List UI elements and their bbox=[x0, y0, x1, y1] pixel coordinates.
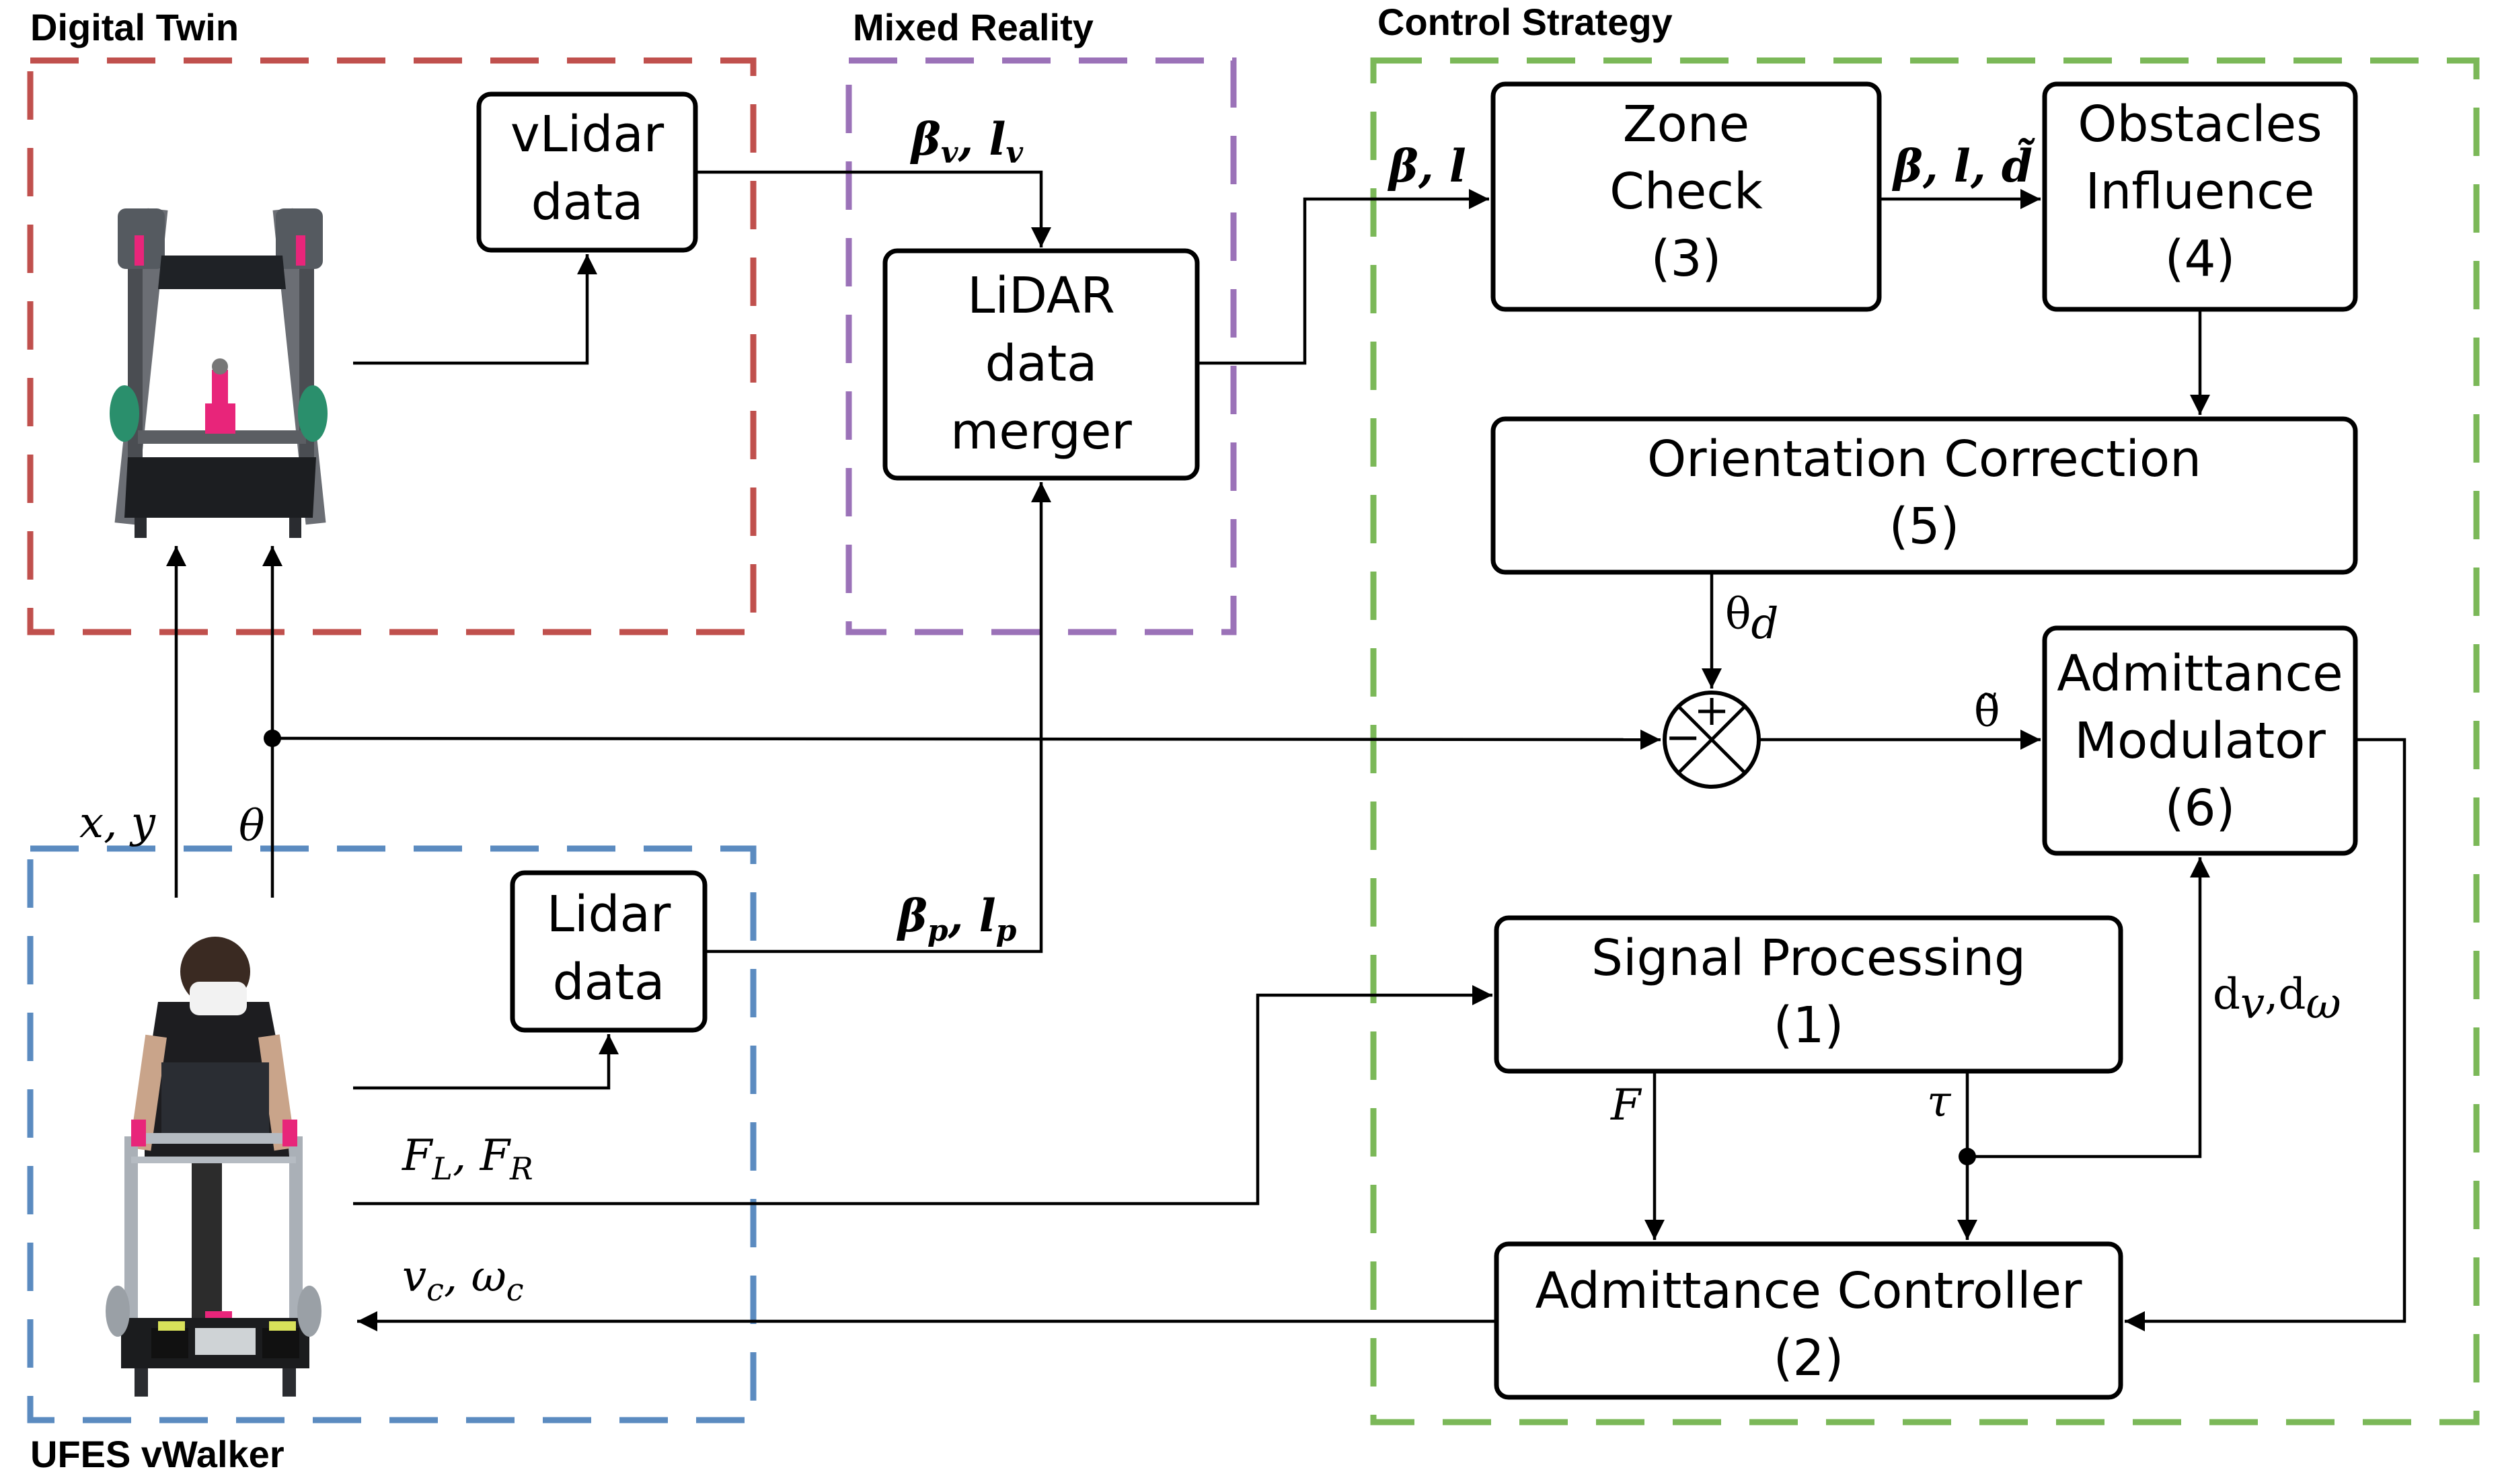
label-f: F bbox=[1610, 1081, 1642, 1130]
orientation-line-1: Orientation Correction bbox=[1647, 430, 2201, 488]
wire-vlidar-to-merger bbox=[695, 170, 1051, 247]
zone-check-line-1: Zone bbox=[1623, 95, 1749, 153]
label-beta-l-d: β, l, d̃ bbox=[1891, 139, 2035, 192]
obstacles-influence-block: Obstacles Influence (4) bbox=[2042, 81, 2358, 312]
signal-processing-block: Signal Processing (1) bbox=[1494, 915, 2123, 1074]
zone-check-line-3: (3) bbox=[1651, 230, 1722, 288]
merger-line-2: data bbox=[985, 335, 1098, 393]
modulator-line-2: Modulator bbox=[2074, 712, 2326, 770]
vlidar-data-block: vLidar data bbox=[476, 91, 698, 253]
ufes-vwalker-photo bbox=[106, 937, 321, 1397]
wire-modulator-to-controller bbox=[2125, 738, 2406, 1331]
controller-line-2: (2) bbox=[1774, 1329, 1844, 1387]
control-strategy-group-frame bbox=[1370, 57, 2480, 1426]
zone-check-block: Zone Check (3) bbox=[1490, 81, 1882, 312]
modulator-line-3: (6) bbox=[2165, 779, 2236, 837]
lidar-data-merger-block: LiDAR data merger bbox=[882, 248, 1200, 481]
label-theta: θ bbox=[239, 802, 265, 851]
digital-twin-walker-model-image bbox=[110, 208, 328, 538]
signal-line-1: Signal Processing bbox=[1591, 929, 2026, 987]
label-fl-fr: FL, FR bbox=[402, 1131, 533, 1187]
wire-twin-to-vlidar bbox=[353, 254, 597, 365]
lidar-line-2: data bbox=[553, 953, 665, 1011]
wire-tau-to-modulator bbox=[1967, 857, 2210, 1159]
wire-walker-to-lidar bbox=[353, 1034, 619, 1090]
label-beta-p-l-p: βp, lp bbox=[896, 890, 1017, 948]
obstacles-line-2: Influence bbox=[2086, 163, 2315, 221]
sum-plus-sign: + bbox=[1694, 686, 1730, 736]
ufes-vwalker-group-frame bbox=[27, 845, 757, 1423]
merger-line-1: LiDAR bbox=[967, 267, 1115, 325]
label-vc-wc: vc, ωc bbox=[402, 1252, 524, 1308]
mixed-reality-group-frame bbox=[845, 57, 1237, 635]
digital-twin-title: Digital Twin bbox=[30, 6, 239, 48]
ufes-vwalker-title: UFES vWalker bbox=[30, 1433, 284, 1475]
label-theta-tilde: θ̃ bbox=[1974, 687, 2000, 737]
label-theta-d: θd bbox=[1725, 590, 1779, 649]
label-beta-v-l-v: βv, lv bbox=[909, 113, 1023, 170]
label-dv-dw: dv,dω bbox=[2213, 970, 2341, 1029]
lidar-line-1: Lidar bbox=[547, 886, 671, 943]
signal-line-2: (1) bbox=[1774, 997, 1844, 1054]
mixed-reality-title: Mixed Reality bbox=[853, 6, 1094, 48]
admittance-controller-block: Admittance Controller (2) bbox=[1494, 1241, 2123, 1400]
vlidar-line-1: vLidar bbox=[510, 106, 665, 163]
merger-line-3: merger bbox=[950, 403, 1132, 461]
vlidar-line-2: data bbox=[531, 173, 644, 231]
obstacles-line-1: Obstacles bbox=[2078, 95, 2322, 153]
summing-junction: + − bbox=[1663, 686, 1761, 789]
control-strategy-title: Control Strategy bbox=[1377, 1, 1673, 43]
zone-check-line-2: Check bbox=[1609, 163, 1763, 221]
label-tau: τ bbox=[1927, 1077, 1952, 1127]
wire-theta-to-sum bbox=[272, 729, 1661, 750]
controller-line-1: Admittance Controller bbox=[1535, 1262, 2083, 1320]
orientation-correction-block: Orientation Correction (5) bbox=[1490, 416, 2358, 575]
orientation-line-2: (5) bbox=[1889, 498, 1960, 555]
wire-merger-to-zone-check bbox=[1197, 189, 1489, 365]
label-beta-l: β, l bbox=[1387, 140, 1466, 192]
wire-forces-to-signal bbox=[353, 985, 1492, 1206]
digital-twin-group-frame bbox=[27, 57, 757, 635]
modulator-line-1: Admittance bbox=[2057, 645, 2343, 703]
obstacles-line-3: (4) bbox=[2165, 230, 2236, 288]
admittance-modulator-block: Admittance Modulator (6) bbox=[2042, 625, 2358, 856]
lidar-data-block: Lidar data bbox=[510, 870, 708, 1033]
wire-lidar-to-merger bbox=[705, 482, 1051, 953]
label-x-y: x, y bbox=[79, 798, 156, 848]
sum-minus-sign: − bbox=[1665, 713, 1701, 763]
